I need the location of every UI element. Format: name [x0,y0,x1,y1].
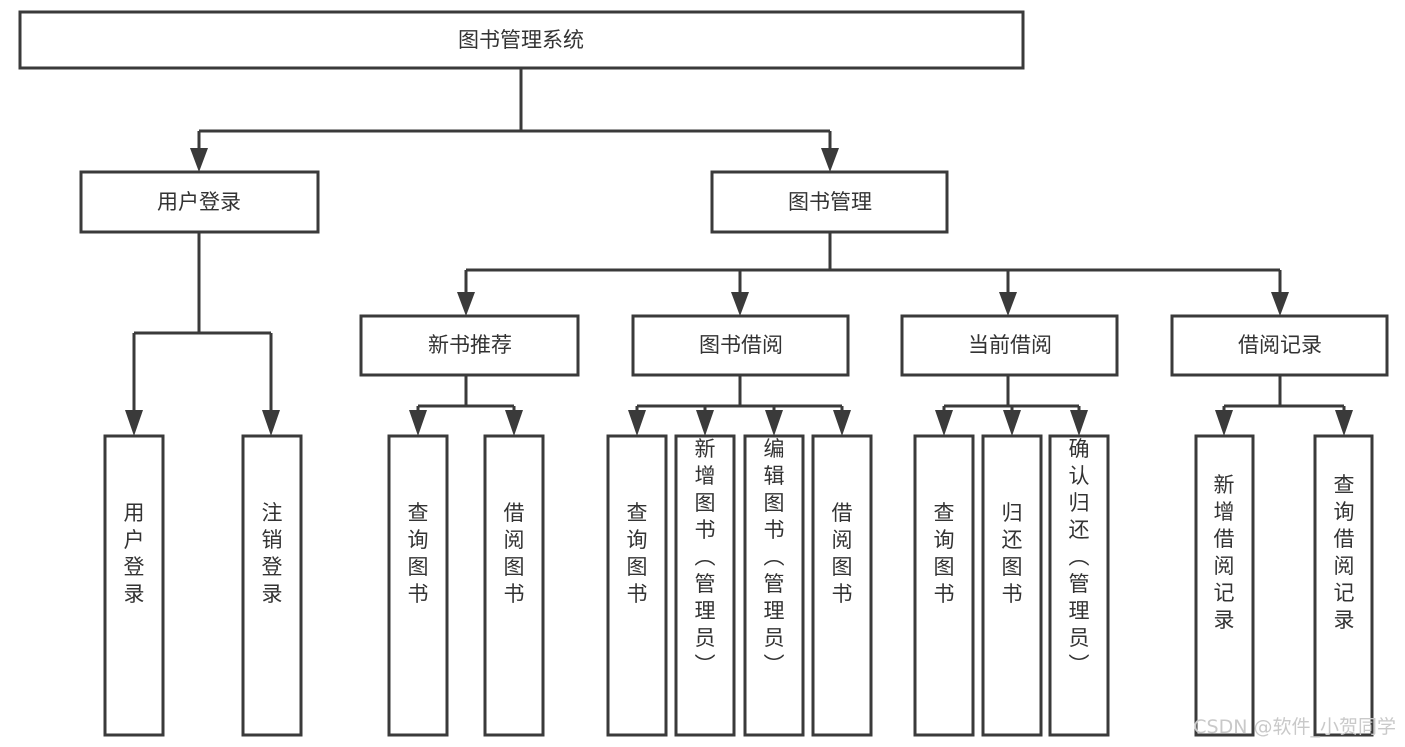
leaf-logout-login-box[interactable] [241,434,303,737]
leaf-currentborrow-query-book-box[interactable] [913,434,975,737]
leaf-borrowrecord-query-record-label: 查询借阅记录 [1334,473,1355,632]
arrowhead-leaf-user-login [125,410,143,436]
leaf-bookborrow-borrow-book-box[interactable] [811,434,873,737]
leaf-user-login-label: 用户登录 [124,501,145,606]
arrowhead-borrow-record [1271,292,1289,316]
node-root-box[interactable] [18,10,1025,70]
node-book-manage[interactable]: 图书管理 [710,170,949,234]
node-user-login[interactable]: 用户登录 [79,170,320,234]
leaf-currentborrow-confirm-return-label: 确认归还︵管理员︶ [1069,437,1090,677]
arrowhead-new-book [457,292,475,316]
leaf-logout-login[interactable]: 注销登录 [241,434,303,737]
arrowhead-current-borrow [999,292,1017,316]
leaf-bookborrow-add-book-box[interactable] [674,434,736,737]
node-book-manage-box[interactable] [710,170,949,234]
node-current-borrow-box[interactable] [900,314,1119,377]
leaf-newbook-query-book-label: 查询图书 [408,501,429,606]
leaf-bookborrow-edit-book[interactable]: 编辑图书︵管理员︶ [743,434,805,737]
leaf-borrowrecord-add-record[interactable]: 新增借阅记录 [1194,434,1255,737]
arrowhead-currentborrow-leaf1 [935,410,953,436]
node-new-book-recommend[interactable]: 新书推荐 [359,314,580,377]
arrowhead-bookborrow-leaf4 [833,410,851,436]
leaf-bookborrow-borrow-book[interactable]: 借阅图书 [811,434,873,737]
csdn-watermark: CSDN @软件_小贺同学 [1193,716,1396,738]
leaf-newbook-borrow-book-box[interactable] [483,434,545,737]
leaf-currentborrow-return-book[interactable]: 归还图书 [981,434,1043,737]
leaf-currentborrow-return-book-box[interactable] [981,434,1043,737]
arrowhead-bookborrow-leaf2 [696,410,714,436]
leaf-borrowrecord-query-record[interactable]: 查询借阅记录 [1313,434,1374,737]
arrowhead-currentborrow-leaf2 [1003,410,1021,436]
node-book-borrow-box[interactable] [631,314,850,377]
node-borrow-record-box[interactable] [1170,314,1389,377]
arrowhead-newbook-leaf1 [409,410,427,436]
leaf-bookborrow-edit-book-label: 编辑图书︵管理员︶ [764,437,785,677]
arrowhead-book-manage [821,148,839,172]
arrowhead-borrowrecord-leaf2 [1335,410,1353,436]
node-user-login-label: 用户登录 [157,190,241,214]
leaf-borrowrecord-query-record-box[interactable] [1313,434,1374,737]
node-borrow-record[interactable]: 借阅记录 [1170,314,1389,377]
node-new-book-recommend-label: 新书推荐 [428,333,512,357]
arrowhead-borrowrecord-leaf1 [1215,410,1233,436]
arrowhead-newbook-leaf2 [505,410,523,436]
leaf-bookborrow-query-book-box[interactable] [606,434,668,737]
node-current-borrow[interactable]: 当前借阅 [900,314,1119,377]
arrowhead-book-borrow [731,292,749,316]
leaf-newbook-query-book-box[interactable] [387,434,449,737]
node-borrow-record-label: 借阅记录 [1238,333,1322,357]
leaf-bookborrow-add-book-label: 新增图书︵管理员︶ [695,437,716,677]
leaf-bookborrow-query-book[interactable]: 查询图书 [606,434,668,737]
connector-layer [125,68,1353,436]
leaf-logout-login-label: 注销登录 [262,501,283,606]
node-root[interactable]: 图书管理系统 [18,10,1025,70]
leaf-bookborrow-edit-book-box[interactable] [743,434,805,737]
node-book-manage-label: 图书管理 [788,190,872,214]
node-current-borrow-label: 当前借阅 [968,333,1052,357]
leaf-borrowrecord-add-record-label: 新增借阅记录 [1214,473,1235,632]
arrowhead-bookborrow-leaf3 [765,410,783,436]
leaf-currentborrow-query-book[interactable]: 查询图书 [913,434,975,737]
node-book-borrow-label: 图书借阅 [699,333,783,357]
leaf-newbook-borrow-book[interactable]: 借阅图书 [483,434,545,737]
leaf-currentborrow-confirm-return-box[interactable] [1048,434,1110,737]
arrowhead-currentborrow-leaf3 [1070,410,1088,436]
leaf-newbook-borrow-book-label: 借阅图书 [504,501,525,606]
leaf-bookborrow-borrow-book-label: 借阅图书 [832,501,853,606]
node-new-book-recommend-box[interactable] [359,314,580,377]
leaf-user-login[interactable]: 用户登录 [103,434,165,737]
node-book-borrow[interactable]: 图书借阅 [631,314,850,377]
leaf-bookborrow-add-book[interactable]: 新增图书︵管理员︶ [674,434,736,737]
leaf-borrowrecord-add-record-box[interactable] [1194,434,1255,737]
leaf-currentborrow-query-book-label: 查询图书 [934,501,955,606]
leaf-currentborrow-return-book-label: 归还图书 [1002,501,1023,606]
arrowhead-user-login [190,148,208,172]
arrowhead-bookborrow-leaf1 [628,410,646,436]
leaf-user-login-box[interactable] [103,434,165,737]
node-user-login-box[interactable] [79,170,320,234]
leaf-newbook-query-book[interactable]: 查询图书 [387,434,449,737]
arrowhead-leaf-logout [262,410,280,436]
leaf-bookborrow-query-book-label: 查询图书 [627,501,648,606]
leaf-currentborrow-confirm-return[interactable]: 确认归还︵管理员︶ [1048,434,1110,737]
node-root-label: 图书管理系统 [458,28,584,52]
